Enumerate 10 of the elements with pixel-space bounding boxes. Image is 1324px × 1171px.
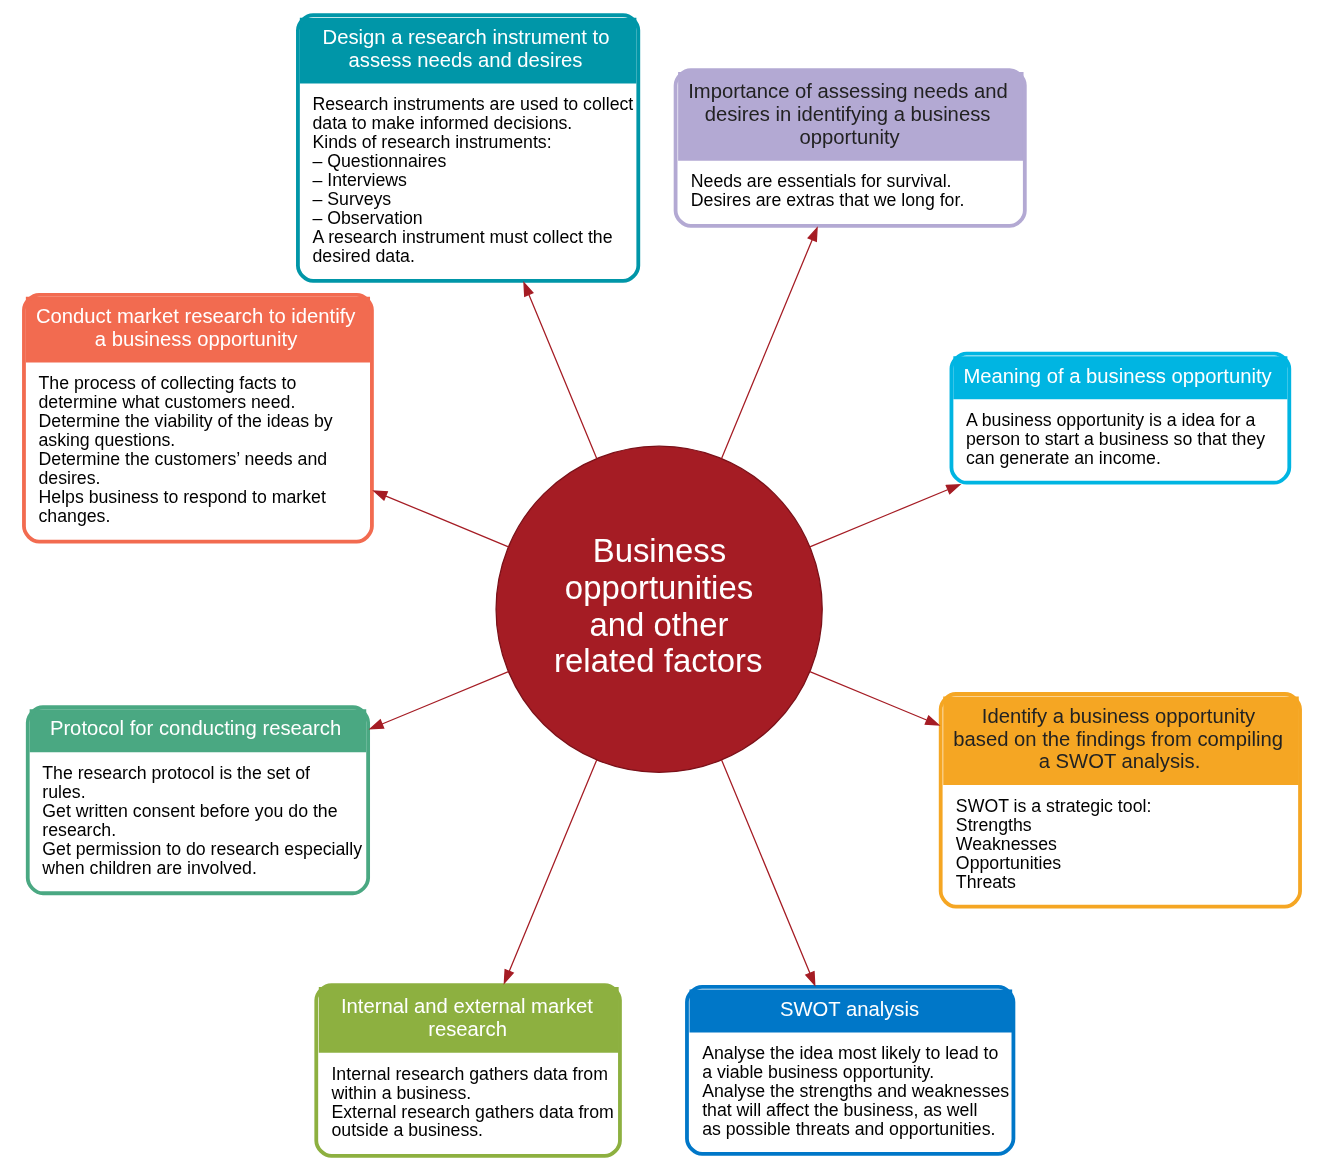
arrow bbox=[809, 484, 962, 548]
arrow bbox=[368, 671, 510, 730]
arrow bbox=[720, 226, 818, 460]
arrow bbox=[523, 281, 598, 460]
arrow bbox=[503, 759, 598, 985]
node-box: Meaning of a business opportunity A business opportunity is a idea for a person to start a business so that they can generate an income. bbox=[949, 351, 1292, 485]
arrow bbox=[809, 671, 941, 726]
node-circle: Business opportunities and other related factors bbox=[495, 445, 823, 773]
arrow bbox=[720, 759, 816, 987]
arrow bbox=[372, 490, 510, 548]
